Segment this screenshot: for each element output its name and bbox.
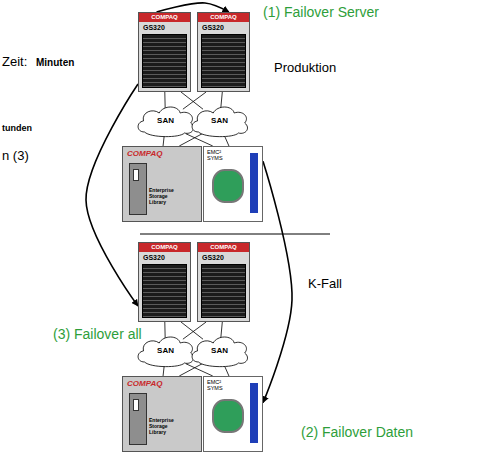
storage-array: EMC² SYMS: [203, 376, 263, 452]
rack-panel: [142, 264, 187, 318]
site-label: K-Fall: [308, 276, 342, 291]
failover-arrow: [263, 161, 292, 402]
failover-label: (1) Failover Server: [262, 4, 380, 20]
brand-label: COMPAQ: [198, 243, 249, 252]
storage-array: EMC² SYMS: [203, 146, 263, 222]
network-label: SAN: [188, 346, 251, 355]
array-bar: [250, 153, 258, 213]
san-cloud: SAN: [134, 102, 197, 138]
time-note: n (3): [2, 148, 29, 163]
server-cabinet: COMPAQGS320: [197, 242, 250, 322]
brand-label: COMPAQ: [139, 243, 190, 252]
site-label: Produktion: [274, 60, 336, 75]
san-cloud: SAN: [134, 332, 197, 368]
rack-panel: [201, 264, 246, 318]
network-label: SAN: [134, 346, 197, 355]
san-link: [183, 92, 206, 109]
product-label: Enterprise Storage Library: [149, 417, 179, 435]
time-note: tunden: [2, 123, 32, 133]
san-link: [221, 322, 223, 339]
tape-library: COMPAQ Enterprise Storage Library: [122, 376, 202, 452]
model-label: GS320: [198, 252, 249, 264]
array-emblem: [212, 399, 244, 433]
san-link: [181, 92, 203, 109]
array-bar: [250, 383, 258, 443]
brand-label: COMPAQ: [139, 13, 190, 22]
san-link: [183, 322, 206, 339]
library-window: [133, 169, 139, 181]
brand-label: COMPAQ: [123, 377, 201, 388]
failover-label: (3) Failover all: [52, 326, 143, 342]
san-link: [179, 364, 202, 376]
brand-label: COMPAQ: [123, 147, 201, 158]
failover-arrow: [157, 3, 229, 12]
san-cloud: SAN: [188, 332, 251, 368]
array-emblem: [212, 169, 244, 203]
network-label: SAN: [188, 116, 251, 125]
model-label: GS320: [198, 22, 249, 34]
san-link: [221, 92, 223, 109]
tape-library: COMPAQ Enterprise Storage Library: [122, 146, 202, 222]
san-link: [181, 322, 203, 339]
rack-panel: [201, 34, 246, 88]
product-label: EMC² SYMS: [204, 147, 227, 161]
server-cabinet: COMPAQGS320: [138, 242, 191, 322]
san-link: [164, 92, 165, 109]
product-label: Enterprise Storage Library: [149, 187, 179, 205]
server-cabinet: COMPAQGS320: [197, 12, 250, 92]
library-window: [133, 399, 139, 411]
model-label: GS320: [139, 22, 190, 34]
server-cabinet: COMPAQGS320: [138, 12, 191, 92]
network-label: SAN: [134, 116, 197, 125]
san-link: [164, 322, 165, 339]
san-cloud: SAN: [188, 102, 251, 138]
brand-label: COMPAQ: [198, 13, 249, 22]
time-note: Zeit:: [2, 54, 27, 69]
model-label: GS320: [139, 252, 190, 264]
rack-panel: [142, 34, 187, 88]
san-link: [179, 134, 202, 146]
product-label: EMC² SYMS: [204, 377, 227, 391]
site-separator: [140, 234, 330, 235]
failover-label: (2) Failover Daten: [300, 424, 414, 440]
time-note: Minuten: [36, 57, 74, 68]
